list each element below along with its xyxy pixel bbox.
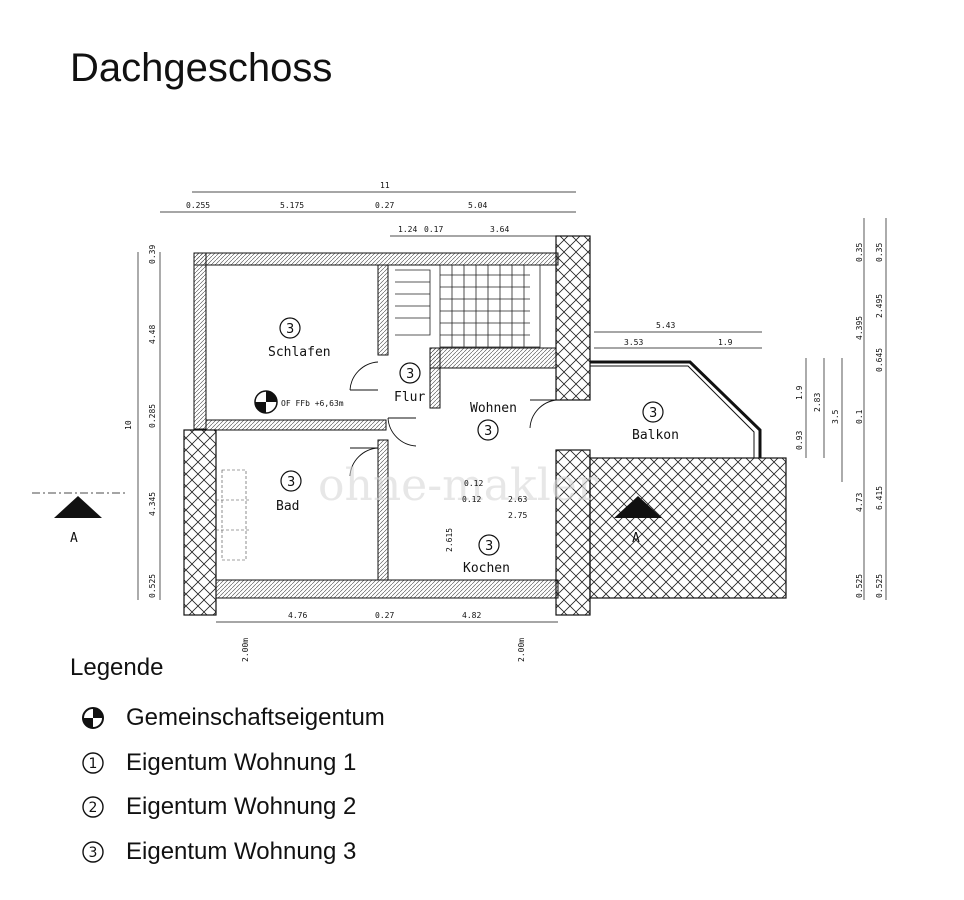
- svg-text:3: 3: [286, 322, 294, 337]
- room-label-balkon: Balkon: [632, 428, 679, 443]
- dim-right-inner-2: 2.495: [875, 294, 884, 318]
- staircase: [395, 264, 541, 348]
- legend-label: Eigentum Wohnung 3: [126, 837, 357, 865]
- legend-item-common: Gemeinschaftseigentum: [80, 696, 385, 741]
- dim-bottom-1: 4.76: [288, 611, 307, 620]
- legend-label: Eigentum Wohnung 2: [126, 793, 357, 821]
- unit-marker-kochen: 3: [478, 534, 500, 556]
- dim-kitchen-3: 2.63: [508, 495, 527, 504]
- svg-text:3: 3: [406, 367, 414, 382]
- section-mark-left: A: [70, 531, 78, 546]
- balcony-outline: [590, 360, 762, 458]
- dim-right-outer-3: 6.415: [875, 486, 884, 510]
- dim-wall-height-1: 2.00m: [241, 638, 250, 662]
- dim-top-4: 5.04: [468, 201, 487, 210]
- dim-kitchen-1: 0.12: [464, 479, 483, 488]
- dim-inner-1: 1.24: [398, 225, 417, 234]
- dim-balcony-total: 5.43: [656, 321, 675, 330]
- level-marker: OF FFb +6,63m: [254, 390, 344, 414]
- unit-marker-balkon: 3: [642, 401, 664, 423]
- dim-left-5: 0.525: [148, 574, 157, 598]
- unit-marker-wohnen: 3: [477, 419, 499, 441]
- dim-left-3: 0.285: [148, 404, 157, 428]
- dim-top-2: 5.175: [280, 201, 304, 210]
- section-marker-left: A: [32, 492, 128, 546]
- bath-fixtures: [216, 469, 250, 561]
- svg-text:3: 3: [89, 845, 98, 861]
- room-label-bad: Bad: [276, 499, 299, 514]
- dimension-lines: [137, 191, 887, 623]
- dim-right-inner-4: 0.1: [855, 409, 864, 424]
- dim-wall-height-2: 2.00m: [517, 638, 526, 662]
- left-hatched-wall: [183, 429, 217, 616]
- dim-top-1: 0.255: [186, 201, 210, 210]
- dim-kitchen-v: 2.615: [445, 528, 454, 552]
- circled-two-icon: 2: [80, 794, 106, 820]
- watermark: ohne-makler: [318, 460, 599, 511]
- section-marker-right: A: [614, 496, 662, 546]
- dim-kitchen-4: 2.75: [508, 511, 527, 520]
- dim-right-inner-6: 0.525: [875, 574, 884, 598]
- dim-left-total: 10: [124, 420, 133, 430]
- legend-heading: Legende: [70, 654, 164, 681]
- svg-text:3: 3: [485, 539, 493, 554]
- dim-bottom-2: 0.27: [375, 611, 394, 620]
- legend-item-unit-3: 3 Eigentum Wohnung 3: [80, 830, 385, 875]
- dim-balcony-v-2: 0.93: [795, 431, 804, 450]
- dim-left-2: 4.48: [148, 325, 157, 344]
- right-hatched-column-bottom: [555, 449, 591, 616]
- legend-label: Eigentum Wohnung 1: [126, 748, 357, 776]
- dim-balcony-1: 3.53: [624, 338, 643, 347]
- dim-right-outer-1: 0.35: [855, 243, 864, 262]
- right-hatched-column-top: [555, 235, 591, 401]
- circled-one-icon: 1: [80, 750, 106, 776]
- dim-inner-3: 3.64: [490, 225, 509, 234]
- svg-text:2: 2: [89, 800, 98, 816]
- unit-marker-flur: 3: [399, 362, 421, 384]
- level-note: OF FFb +6,63m: [281, 399, 344, 408]
- walls: [193, 252, 559, 599]
- dim-balcony-v-3: 2.83: [813, 393, 822, 412]
- dim-kitchen-2: 0.12: [462, 495, 481, 504]
- room-label-flur: Flur: [394, 390, 425, 405]
- dim-right-inner-1: 0.35: [875, 243, 884, 262]
- dim-balcony-2: 1.9: [718, 338, 733, 347]
- legend-item-unit-2: 2 Eigentum Wohnung 2: [80, 785, 385, 830]
- terrace-hatched-area: [589, 457, 787, 599]
- svg-text:3: 3: [649, 406, 657, 421]
- circled-three-icon: 3: [80, 839, 106, 865]
- room-label-schlafen: Schlafen: [268, 345, 331, 360]
- dim-right-outer-4: 0.525: [855, 574, 864, 598]
- svg-text:1: 1: [89, 756, 98, 772]
- svg-text:3: 3: [484, 424, 492, 439]
- legend-label: Gemeinschaftseigentum: [126, 704, 385, 732]
- legend-list: Gemeinschaftseigentum 1 Eigentum Wohnung…: [80, 696, 385, 874]
- quartered-circle-icon: [80, 705, 106, 731]
- dim-top-3: 0.27: [375, 201, 394, 210]
- dim-right-inner-5: 4.73: [855, 493, 864, 512]
- room-label-wohnen: Wohnen: [470, 401, 517, 416]
- dim-inner-2: 0.17: [424, 225, 443, 234]
- section-mark-right: A: [632, 531, 640, 546]
- dim-right-outer-2: 4.395: [855, 316, 864, 340]
- svg-text:3: 3: [287, 475, 295, 490]
- dim-top-total: 11: [380, 181, 390, 190]
- unit-marker-schlafen: 3: [279, 317, 301, 339]
- dim-balcony-v-1: 1.9: [795, 385, 804, 400]
- page-title: Dachgeschoss: [70, 46, 333, 90]
- dim-balcony-v-4: 3.5: [831, 409, 840, 424]
- dim-bottom-3: 4.82: [462, 611, 481, 620]
- dim-left-1: 0.39: [148, 245, 157, 264]
- dim-left-4: 4.345: [148, 492, 157, 516]
- unit-marker-bad: 3: [280, 470, 302, 492]
- dim-right-inner-3: 0.645: [875, 348, 884, 372]
- doors: [349, 361, 557, 477]
- room-label-kochen: Kochen: [463, 561, 510, 576]
- legend-item-unit-1: 1 Eigentum Wohnung 1: [80, 741, 385, 786]
